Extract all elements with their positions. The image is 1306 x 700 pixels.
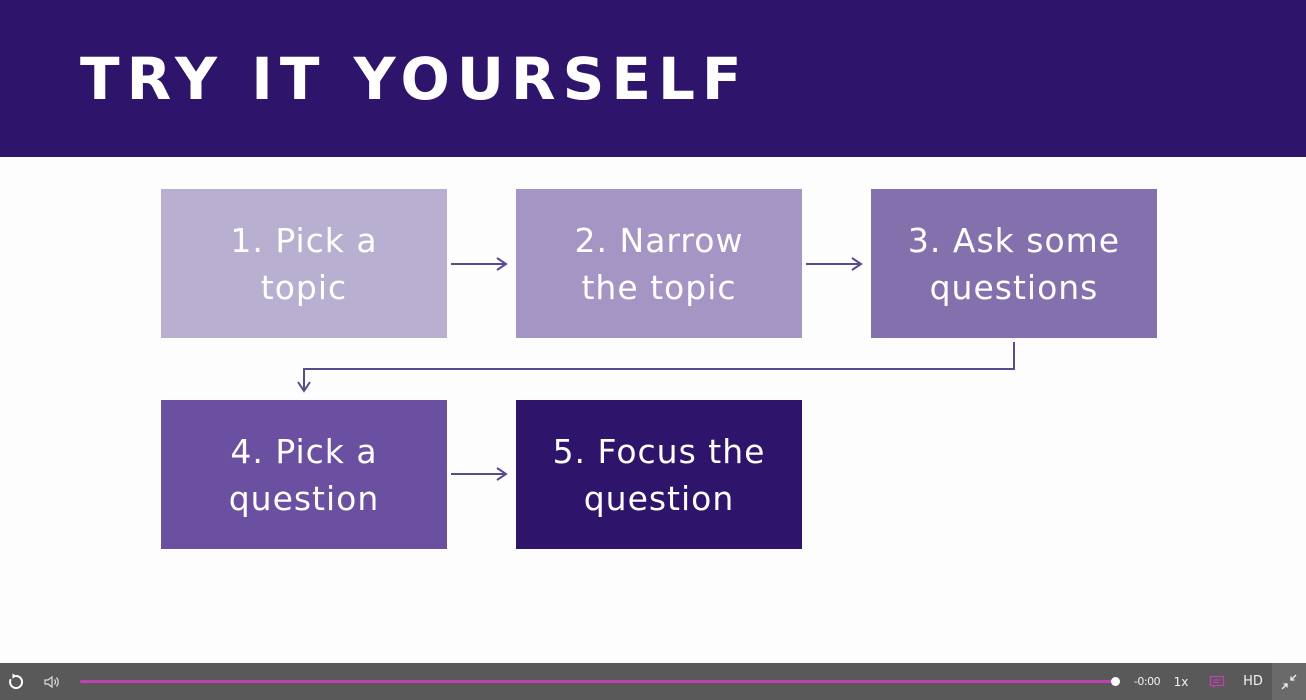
- step-3-box: 3. Ask some questions: [871, 189, 1157, 338]
- slide: TRY IT YOURSELF 1. Pick a topic 2. Narro…: [0, 0, 1306, 549]
- volume-button[interactable]: [38, 663, 68, 700]
- seek-bar[interactable]: [80, 680, 1116, 683]
- playback-speed-button[interactable]: 1x: [1173, 674, 1189, 689]
- title-banner: TRY IT YOURSELF: [0, 0, 1306, 157]
- arrow-3-to-4: [303, 342, 1015, 389]
- captions-button[interactable]: [1204, 663, 1230, 700]
- captions-icon: [1209, 675, 1225, 688]
- time-remaining: -0:00: [1133, 675, 1161, 688]
- step-5-box: 5. Focus the question: [516, 400, 802, 549]
- step-2-box: 2. Narrow the topic: [516, 189, 802, 338]
- exit-fullscreen-button[interactable]: [1272, 663, 1306, 700]
- replay-icon: [9, 673, 24, 689]
- volume-icon: [44, 675, 59, 688]
- video-controls-bar: -0:00 1x HD: [0, 663, 1306, 700]
- quality-button[interactable]: HD: [1243, 674, 1263, 689]
- step-4-box: 4. Pick a question: [161, 400, 447, 549]
- replay-button[interactable]: [0, 663, 32, 700]
- seek-handle[interactable]: [1111, 677, 1120, 686]
- step-1-box: 1. Pick a topic: [161, 189, 447, 338]
- exit-fullscreen-icon: [1281, 674, 1297, 689]
- slide-title: TRY IT YOURSELF: [80, 45, 749, 113]
